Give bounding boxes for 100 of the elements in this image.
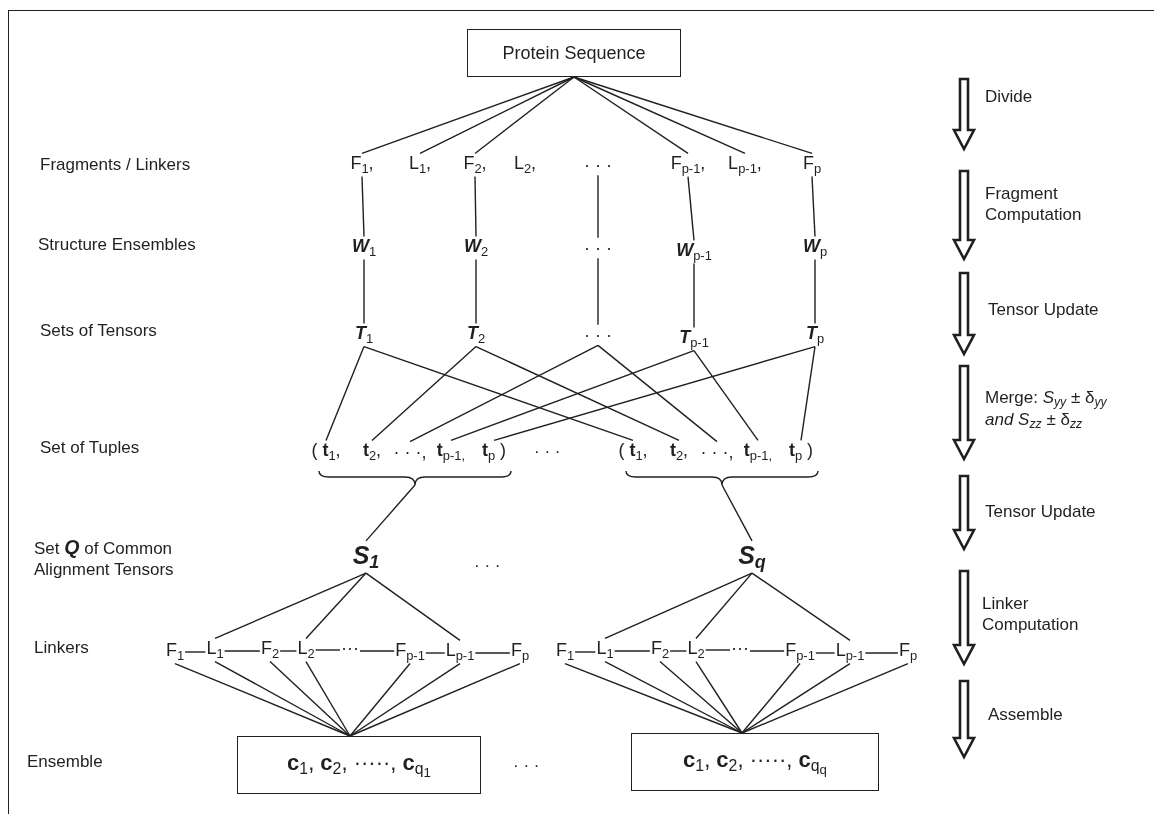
connector-line xyxy=(409,344,599,443)
node-label: L$_{2}$ xyxy=(687,638,705,662)
node-label: L$_{2}$ xyxy=(297,638,315,662)
connector-line xyxy=(613,650,651,652)
connector-line xyxy=(741,662,801,734)
row-label: Sets of Tensors xyxy=(40,320,157,342)
connector-line xyxy=(695,572,753,640)
connector-line xyxy=(363,345,634,442)
row-label: Set Q of Common Alignment Tensors xyxy=(34,535,175,581)
node-label: F$_{1}$ xyxy=(165,640,185,664)
connector-line xyxy=(269,660,351,737)
node-label: L$_{2}$, xyxy=(513,153,537,177)
node-label: F$_{2}$ xyxy=(260,638,280,662)
node-label: ··· xyxy=(731,637,749,659)
step-label: Tensor Update xyxy=(988,299,1100,321)
node-label: L$_{1}$ xyxy=(206,638,224,662)
row-label: Structure Ensembles xyxy=(38,234,196,256)
node-label: L$_{p-1}$, xyxy=(728,153,762,177)
node-label: F$_{p-1}$, xyxy=(670,153,706,177)
connector-line xyxy=(184,651,207,653)
connector-line xyxy=(800,345,816,442)
node-label: W$_{p}$ xyxy=(802,236,828,260)
node-label: ( t$_{1}$, xyxy=(311,440,341,464)
node-label: F$_{2}$, xyxy=(463,153,487,177)
connector-line xyxy=(741,662,851,734)
node-label: T$_{p-1}$ xyxy=(679,327,709,351)
connector-line xyxy=(365,572,461,642)
connector-line xyxy=(363,258,365,325)
row-label: Fragments / Linkers xyxy=(40,154,191,176)
connector-line xyxy=(425,652,446,654)
step-label: Divide xyxy=(985,86,1034,108)
step-label: Linker Computation xyxy=(982,594,1080,636)
connector-line xyxy=(573,76,813,155)
node-label: t$_{p-1,}$ xyxy=(743,440,773,464)
node-label: F$_{p-1}$ xyxy=(785,640,815,664)
node-label: · · · xyxy=(584,154,612,176)
row-label: · · · xyxy=(513,755,540,777)
connector-line xyxy=(474,175,477,238)
connector-line xyxy=(751,572,851,642)
row-label: · · · xyxy=(534,441,561,463)
step-label: Tensor Update xyxy=(985,501,1097,523)
connector-line xyxy=(371,345,477,442)
row-label: Set of Tuples xyxy=(40,437,140,459)
step-label: Fragment Computation xyxy=(985,184,1083,226)
node-label: F$_{2}$ xyxy=(650,638,670,662)
connector-line xyxy=(695,660,743,734)
node-label: T$_{1}$ xyxy=(354,323,374,347)
connector-line xyxy=(349,662,521,737)
connector-line xyxy=(223,650,261,652)
row-label: Ensemble xyxy=(27,751,103,773)
connector-line xyxy=(811,175,816,238)
node-label: W$_{p-1}$ xyxy=(676,240,712,264)
connector-line xyxy=(475,258,477,325)
connector-line xyxy=(450,349,695,442)
connector-line xyxy=(704,649,731,651)
node-label: F$_{p-1}$ xyxy=(395,640,425,664)
curly-brace xyxy=(318,471,512,485)
connector-line xyxy=(474,76,575,155)
node-label: S$_{1}$ xyxy=(352,540,380,574)
node-label: t$_{p-1,}$ xyxy=(436,440,466,464)
connector-line xyxy=(597,174,599,239)
node-label: F$_{p}$ xyxy=(802,153,822,177)
connector-line xyxy=(314,649,341,651)
connector-line xyxy=(359,650,395,652)
node-label: · · · xyxy=(584,237,612,259)
step-label: Merge: S$_{yy}$ ± δ$_{yy}$ and S$_{zz}$ ± δ$_{zz}$ xyxy=(985,388,1108,432)
node-label: F$_{1}$ xyxy=(555,640,575,664)
node-label: F$_{p}$ xyxy=(510,640,530,664)
connector-line xyxy=(573,76,689,155)
connector-line xyxy=(279,650,298,652)
node-label: F$_{p}$ xyxy=(898,640,918,664)
node-label: t$_{p}$ ) xyxy=(481,440,507,464)
node-label: · · ·, xyxy=(393,441,427,463)
node-label: L$_{p-1}$ xyxy=(445,640,475,664)
connector-line xyxy=(814,258,816,325)
node-label: L$_{1}$ xyxy=(596,638,614,662)
node-label: ( t$_{1}$, xyxy=(618,440,648,464)
node-label: T$_{2}$ xyxy=(466,323,486,347)
connector-line xyxy=(864,652,899,654)
node-label: W$_{2}$ xyxy=(463,236,489,260)
connector-line xyxy=(349,662,461,737)
connector-line xyxy=(693,349,759,442)
row-label: Linkers xyxy=(34,637,89,659)
node-label: S$_{q}$ xyxy=(738,540,766,574)
connector-line xyxy=(305,572,367,640)
node-label: L$_{p-1}$ xyxy=(835,640,865,664)
connector-line xyxy=(493,345,816,442)
connector-line xyxy=(669,650,688,652)
connector-line xyxy=(325,345,365,442)
connector-line xyxy=(475,345,680,442)
node-label: T$_{p}$ xyxy=(805,323,825,347)
connector-line xyxy=(597,257,599,326)
node-label: · · · xyxy=(584,324,612,346)
connector-line xyxy=(687,175,695,242)
node-label: ··· xyxy=(341,637,359,659)
connector-line xyxy=(749,650,785,652)
connector-line xyxy=(597,344,718,443)
process-box: Protein Sequence xyxy=(467,29,681,77)
step-label: Assemble xyxy=(988,704,1064,726)
connector-line xyxy=(419,76,575,155)
